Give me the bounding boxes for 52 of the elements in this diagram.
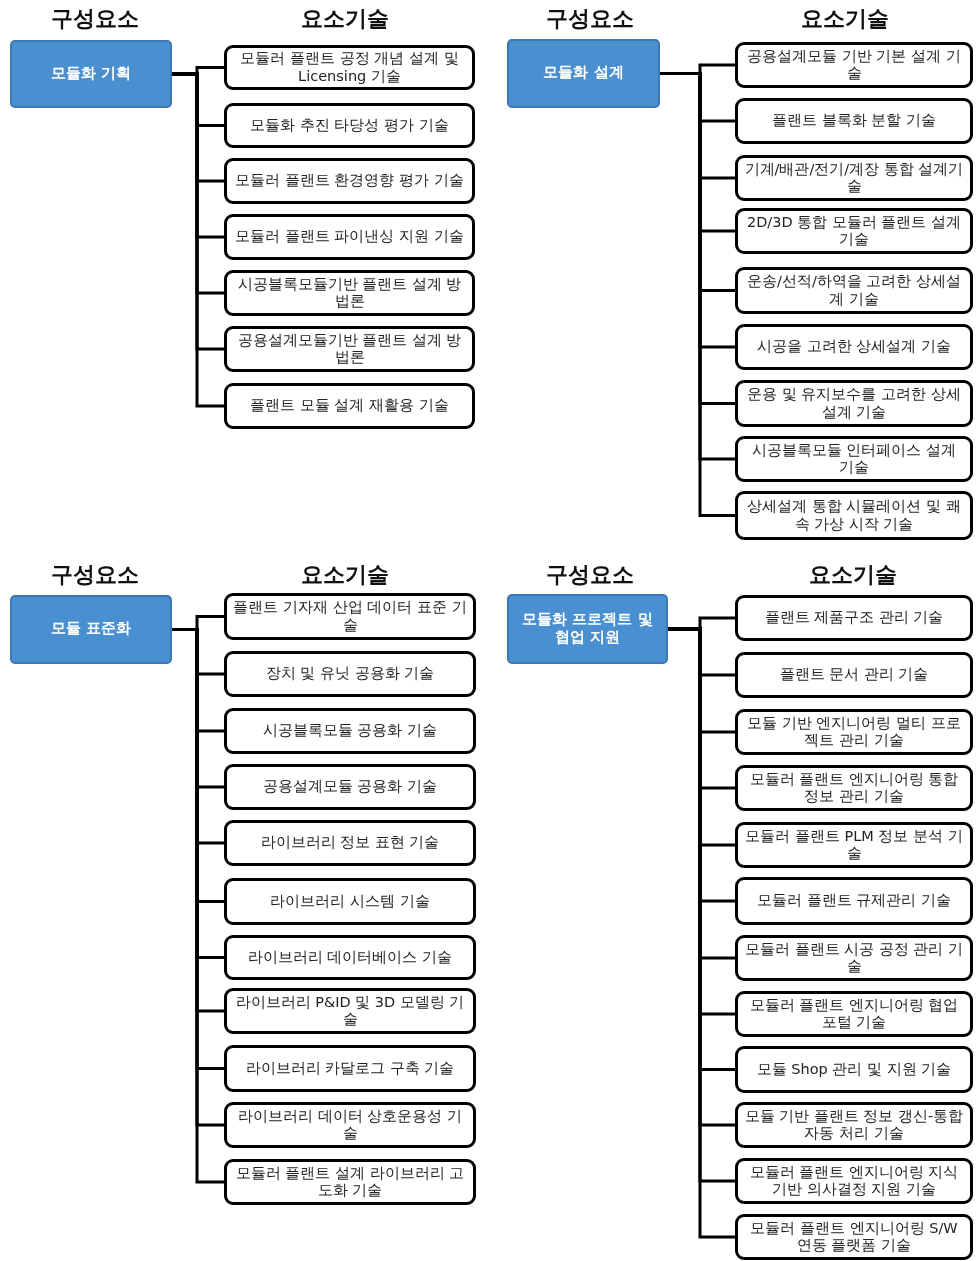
technology-box: 라이브러리 P&ID 및 3D 모델링 기술 <box>224 988 476 1034</box>
technology-box: 모듈러 플랜트 엔지니어링 지식기반 의사결정 지원 기술 <box>735 1158 973 1204</box>
technology-box: 모듈 기반 플랜트 정보 갱신-통합 자동 처리 기술 <box>735 1102 973 1148</box>
column-heading: 구성요소 <box>546 561 634 589</box>
technology-box: 모듈러 플랜트 엔지니어링 S/W 연동 플랫폼 기술 <box>735 1214 973 1260</box>
technology-box: 라이브러리 정보 표현 기술 <box>224 820 476 866</box>
technology-box: 공용설계모듈 기반 기본 설계 기술 <box>735 42 973 88</box>
component-box: 모듈화 기획 <box>10 40 172 108</box>
column-heading: 구성요소 <box>546 5 634 33</box>
component-box: 모듈화 설계 <box>507 39 660 108</box>
technology-box: 시공블록모듈 인터페이스 설계 기술 <box>735 436 973 482</box>
technology-box: 공용설계모듈기반 플랜트 설계 방법론 <box>224 326 475 372</box>
technology-box: 시공을 고려한 상세설계 기술 <box>735 324 973 370</box>
technology-box: 2D/3D 통합 모듈러 플랜트 설계 기술 <box>735 208 973 254</box>
technology-box: 모듈러 플랜트 엔지니어링 통합 정보 관리 기술 <box>735 765 973 811</box>
technology-box: 모듈화 추진 타당성 평가 기술 <box>224 103 475 148</box>
technology-box: 모듈러 플랜트 환경영향 평가 기술 <box>224 158 475 204</box>
technology-box: 플랜트 문서 관리 기술 <box>735 652 973 698</box>
technology-box: 모듈 기반 엔지니어링 멀티 프로젝트 관리 기술 <box>735 709 973 755</box>
technology-box: 모듈러 플랜트 시공 공정 관리 기술 <box>735 935 973 981</box>
technology-box: 장치 및 유닛 공용화 기술 <box>224 651 476 697</box>
column-heading: 요소기술 <box>809 561 897 589</box>
technology-box: 모듈 Shop 관리 및 지원 기술 <box>735 1046 973 1093</box>
technology-box: 라이브러리 데이터 상호운용성 기술 <box>224 1102 476 1148</box>
technology-box: 공용설계모듈 공용화 기술 <box>224 764 476 810</box>
column-heading: 요소기술 <box>801 5 889 33</box>
column-heading: 구성요소 <box>51 561 139 589</box>
component-box: 모듈 표준화 <box>10 595 172 664</box>
technology-box: 모듈러 플랜트 공정 개념 설계 및 Licensing 기술 <box>224 45 475 90</box>
technology-box: 기계/배관/전기/계장 통합 설계기술 <box>735 155 973 201</box>
technology-box: 라이브러리 카달로그 구축 기술 <box>224 1045 476 1092</box>
technology-box: 운용 및 유지보수를 고려한 상세설계 기술 <box>735 380 973 427</box>
technology-box: 플랜트 제품구조 관리 기술 <box>735 595 973 641</box>
technology-box: 모듈러 플랜트 엔지니어링 협업 포털 기술 <box>735 991 973 1037</box>
technology-box: 시공블록모듈기반 플랜트 설계 방법론 <box>224 270 475 316</box>
technology-box: 모듈러 플랜트 파이낸싱 지원 기술 <box>224 214 475 260</box>
technology-box: 상세설계 통합 시뮬레이션 및 쾌속 가상 시작 기술 <box>735 491 973 540</box>
technology-box: 플랜트 블록화 분할 기술 <box>735 98 973 144</box>
column-heading: 요소기술 <box>301 5 389 33</box>
technology-box: 플랜트 기자재 산업 데이터 표준 기술 <box>224 593 476 640</box>
technology-box: 모듈러 플랜트 설계 라이브러리 고도화 기술 <box>224 1159 476 1205</box>
component-box: 모듈화 프로젝트 및 협업 지원 <box>507 594 668 664</box>
connector-line <box>172 72 224 408</box>
column-heading: 구성요소 <box>51 5 139 33</box>
technology-box: 운송/선적/하역을 고려한 상세설계 기술 <box>735 267 973 314</box>
technology-box: 모듈러 플랜트 PLM 정보 분석 기술 <box>735 822 973 868</box>
technology-box: 라이브러리 시스템 기술 <box>224 878 476 925</box>
column-heading: 요소기술 <box>301 561 389 589</box>
technology-box: 라이브러리 데이터베이스 기술 <box>224 935 476 980</box>
technology-box: 모듈러 플랜트 규제관리 기술 <box>735 877 973 925</box>
technology-box: 플랜트 모듈 설계 재활용 기술 <box>224 383 475 429</box>
technology-box: 시공블록모듈 공용화 기술 <box>224 708 476 754</box>
